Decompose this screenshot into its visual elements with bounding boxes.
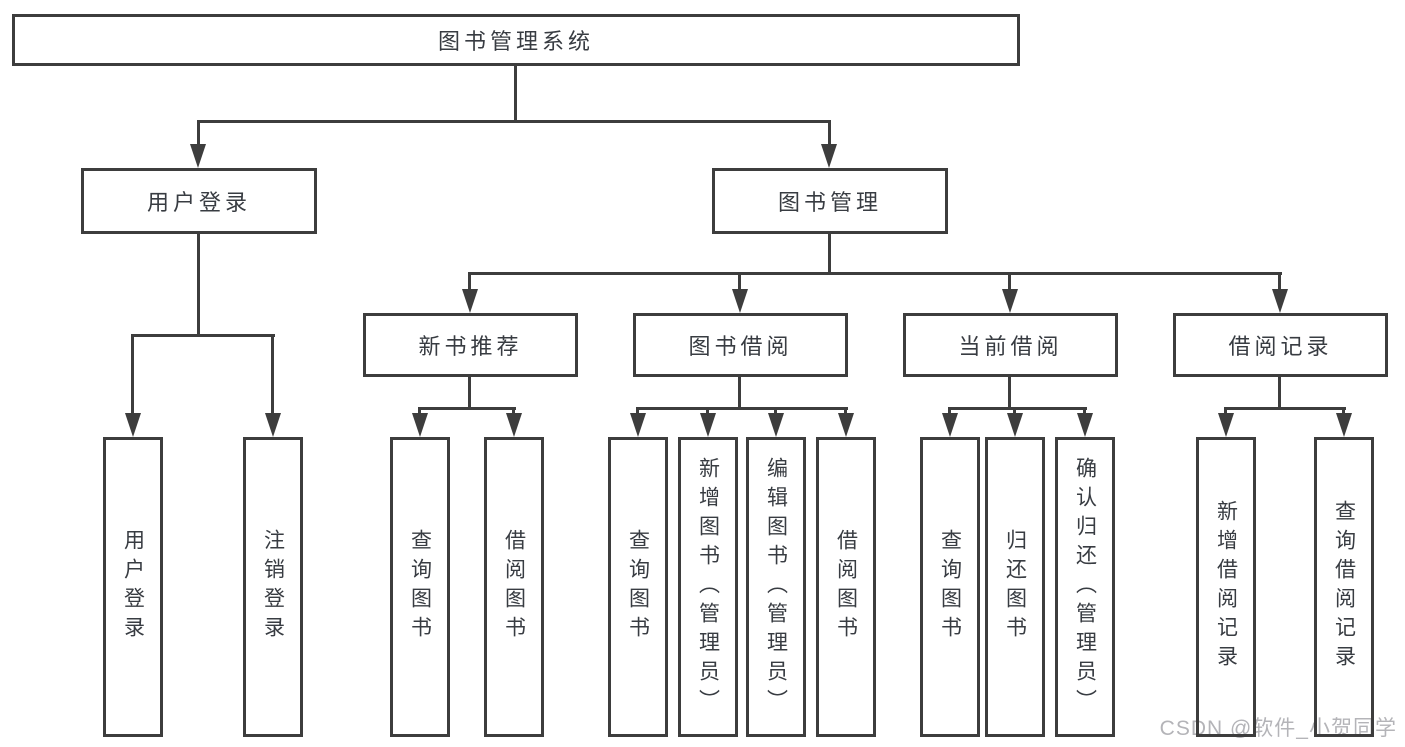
node-label: 当前借阅 (958, 334, 1063, 359)
arrow-down-icon (821, 144, 837, 168)
leaf-user-login: 用户登录 (103, 437, 163, 737)
leaf-query-books-recommend: 查询图书 (390, 437, 450, 737)
leaf-edit-book-admin: 编辑图书（管理员） (746, 437, 806, 737)
arrow-down-icon (1077, 413, 1093, 437)
connector-line (1224, 407, 1227, 417)
arrow-down-icon (1218, 413, 1234, 437)
connector-line (636, 407, 848, 410)
node-label: 借阅图书 (834, 529, 858, 645)
node-label: 图书借阅 (688, 334, 793, 359)
arrow-down-icon (125, 413, 141, 437)
node-label: 编辑图书（管理员） (764, 456, 788, 718)
connector-line (512, 407, 515, 417)
connector-line (468, 272, 471, 294)
node-book-borrowing: 图书借阅 (633, 313, 848, 377)
node-library-management-system: 图书管理系统 (12, 14, 1020, 66)
node-label: 查询图书 (408, 529, 432, 645)
leaf-add-book-admin: 新增图书（管理员） (678, 437, 738, 737)
arrow-down-icon (732, 289, 748, 313)
connector-line (636, 407, 639, 417)
connector-line (514, 65, 517, 121)
node-new-book-recommendation: 新书推荐 (363, 313, 578, 377)
node-label: 借阅记录 (1228, 334, 1333, 359)
connector-line (948, 407, 951, 417)
node-label: 新增借阅记录 (1214, 500, 1238, 674)
leaf-confirm-return-admin: 确认归还（管理员） (1055, 437, 1115, 737)
connector-line (828, 234, 831, 275)
node-label: 查询图书 (938, 529, 962, 645)
node-label: 图书管理系统 (437, 29, 594, 54)
connector-line (1008, 272, 1011, 294)
arrow-down-icon (838, 413, 854, 437)
node-label: 借阅图书 (502, 529, 526, 645)
node-label: 用户登录 (121, 529, 145, 645)
connector-line (1278, 272, 1281, 294)
connector-line (1013, 407, 1016, 417)
node-label: 新书推荐 (418, 334, 523, 359)
node-user-login: 用户登录 (81, 168, 317, 234)
node-current-borrowing: 当前借阅 (903, 313, 1118, 377)
connector-line (738, 377, 741, 410)
arrow-down-icon (412, 413, 428, 437)
leaf-borrow-book: 借阅图书 (816, 437, 876, 737)
connector-line (1083, 407, 1086, 417)
connector-line (828, 120, 831, 148)
node-label: 查询图书 (626, 529, 650, 645)
arrow-down-icon (942, 413, 958, 437)
connector-line (844, 407, 847, 417)
node-label: 图书管理 (777, 190, 882, 215)
leaf-query-books-borrow: 查询图书 (608, 437, 668, 737)
arrow-down-icon (506, 413, 522, 437)
leaf-add-borrow-record: 新增借阅记录 (1196, 437, 1256, 737)
node-borrowing-records: 借阅记录 (1173, 313, 1388, 377)
connector-line (271, 334, 274, 416)
node-label: 用户登录 (146, 190, 251, 215)
leaf-query-borrow-record: 查询借阅记录 (1314, 437, 1374, 737)
node-label: 查询借阅记录 (1332, 500, 1356, 674)
connector-line (197, 234, 200, 337)
arrow-down-icon (265, 413, 281, 437)
connector-line (774, 407, 777, 417)
node-book-management: 图书管理 (712, 168, 948, 234)
leaf-return-book: 归还图书 (985, 437, 1045, 737)
connector-line (948, 407, 1087, 410)
connector-line (706, 407, 709, 417)
leaf-query-books-current: 查询图书 (920, 437, 980, 737)
connector-line (197, 120, 200, 148)
node-label: 注销登录 (261, 529, 285, 645)
leaf-logout: 注销登录 (243, 437, 303, 737)
arrow-down-icon (1272, 289, 1288, 313)
arrow-down-icon (768, 413, 784, 437)
connector-line (418, 407, 421, 417)
arrow-down-icon (1336, 413, 1352, 437)
connector-line (468, 377, 471, 410)
connector-line (418, 407, 516, 410)
connector-line (131, 334, 134, 416)
node-label: 确认归还（管理员） (1073, 456, 1097, 718)
connector-line (1278, 377, 1281, 410)
node-label: 新增图书（管理员） (696, 456, 720, 718)
connector-line (197, 120, 831, 123)
arrow-down-icon (1007, 413, 1023, 437)
arrow-down-icon (190, 144, 206, 168)
connector-line (1224, 407, 1346, 410)
leaf-borrow-books-recommend: 借阅图书 (484, 437, 544, 737)
connector-line (1342, 407, 1345, 417)
connector-line (1008, 377, 1011, 410)
arrow-down-icon (700, 413, 716, 437)
connector-line (468, 272, 1282, 275)
arrow-down-icon (1002, 289, 1018, 313)
connector-line (131, 334, 275, 337)
arrow-down-icon (462, 289, 478, 313)
arrow-down-icon (630, 413, 646, 437)
node-label: 归还图书 (1003, 529, 1027, 645)
connector-line (738, 272, 741, 294)
